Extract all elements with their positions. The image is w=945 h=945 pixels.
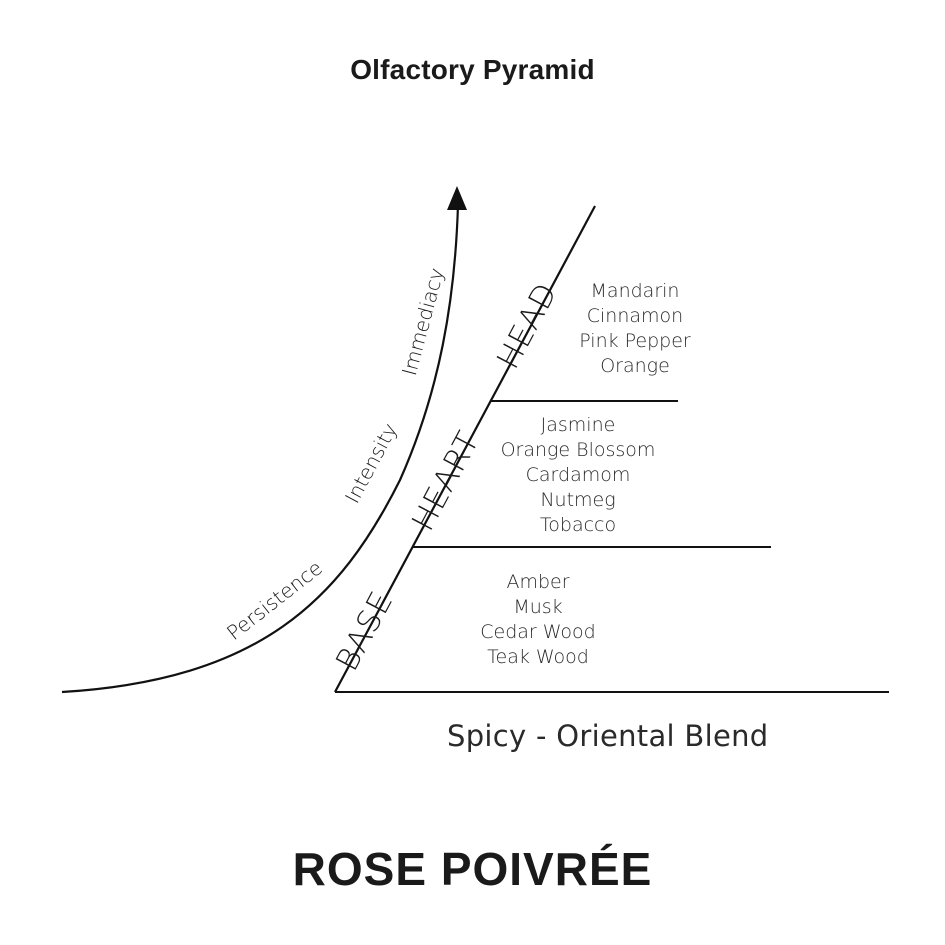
note-item: Pink Pepper — [579, 330, 691, 352]
axis-curve — [61, 204, 460, 694]
note-item: Nutmeg — [540, 489, 616, 511]
note-item: Cardamom — [525, 464, 631, 486]
arrow-up-icon — [447, 186, 467, 210]
note-item: Teak Wood — [487, 646, 589, 668]
note-item: Mandarin — [590, 280, 680, 302]
note-item: Orange — [600, 355, 670, 377]
page-title: Olfactory Pyramid — [350, 54, 595, 85]
note-item: Jasmine — [540, 414, 616, 436]
note-item: Amber — [506, 571, 570, 593]
note-item: Tobacco — [539, 514, 617, 536]
blend-label: Spicy - Oriental Blend — [447, 719, 769, 753]
base-notes-list: Amber Musk Cedar Wood Teak Wood — [463, 570, 613, 670]
note-item: Orange Blossom — [500, 439, 656, 461]
head-notes-list: Mandarin Cinnamon Pink Pepper Orange — [560, 279, 710, 379]
heart-notes-list: Jasmine Orange Blossom Cardamom Nutmeg T… — [488, 413, 668, 538]
note-item: Musk — [513, 596, 563, 618]
note-item: Cinnamon — [586, 305, 684, 327]
product-name: ROSE POIVRÉE — [292, 843, 653, 895]
note-item: Cedar Wood — [480, 621, 596, 643]
pyramid-side — [334, 205, 596, 693]
